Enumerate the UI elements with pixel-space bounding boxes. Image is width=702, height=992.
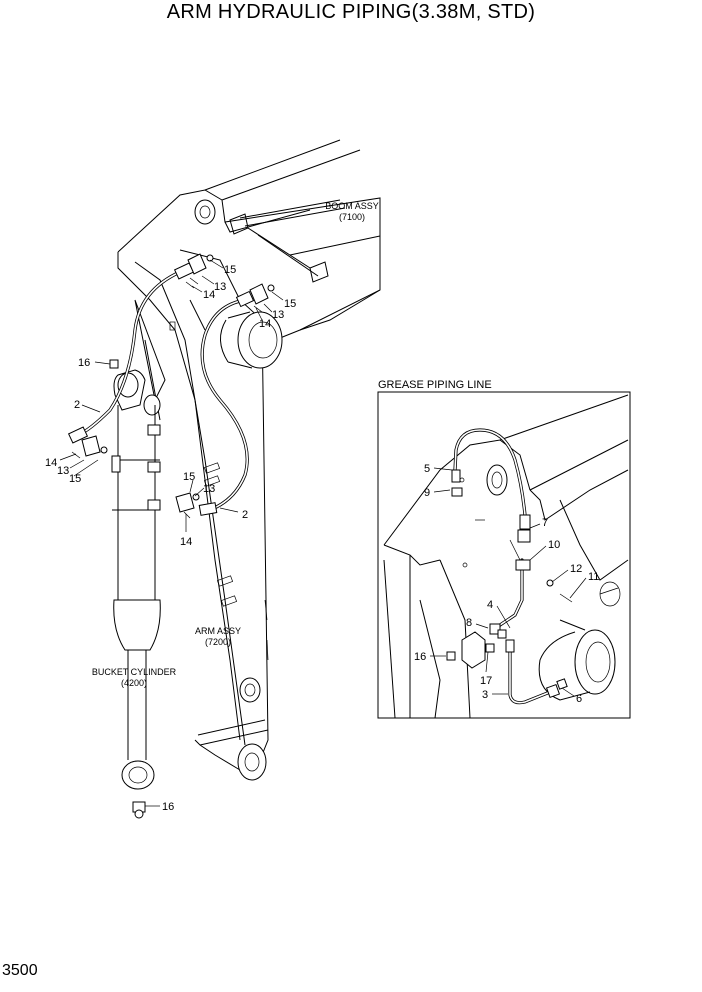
bucket-cylinder-label: BUCKET CYLINDER <box>92 667 177 677</box>
boom-assembly <box>117 139 381 351</box>
callout-13-top: 13 <box>214 281 226 293</box>
page-number: 3500 <box>2 962 38 979</box>
arm-assembly <box>117 249 283 781</box>
callout-13-mid: 13 <box>203 483 215 495</box>
grease-inset-frame <box>377 391 631 719</box>
inset-callout-5: 5 <box>424 463 430 475</box>
callout-15-mid: 15 <box>183 471 195 483</box>
callout-14-boss: 14 <box>259 318 271 330</box>
callout-14-left: 14 <box>45 457 57 469</box>
inset-callout-6: 6 <box>576 693 582 705</box>
callout-15-top: 15 <box>224 264 236 276</box>
boom-assy-code: (7100) <box>339 212 365 222</box>
page-title: ARM HYDRAULIC PIPING(3.38M, STD) <box>166 1 536 23</box>
inset-callout-3: 3 <box>482 689 488 701</box>
inset-callout-17: 17 <box>480 675 492 687</box>
bucket-cylinder-code: (4200) <box>121 678 147 688</box>
callout-15-left: 15 <box>69 473 81 485</box>
inset-callout-16: 16 <box>414 651 426 663</box>
grease-piping-heading: GREASE PIPING LINE <box>378 379 492 391</box>
callout-15-boss: 15 <box>284 298 296 310</box>
callout-13-boss: 13 <box>272 309 284 321</box>
inset-callout-9: 9 <box>424 487 430 499</box>
grease-inset-drawing <box>383 394 629 719</box>
inset-callout-4: 4 <box>487 599 493 611</box>
callout-2-mid: 2 <box>242 509 248 521</box>
inset-callout-7: 7 <box>542 517 548 529</box>
hoses-main <box>67 253 275 519</box>
inset-callout-8: 8 <box>466 617 472 629</box>
callout-14-top: 14 <box>203 289 215 301</box>
arm-assy-code: (7200) <box>205 637 231 647</box>
inset-callout-10: 10 <box>548 539 560 551</box>
callout-14-mid: 14 <box>180 536 192 548</box>
inset-callout-11: 11 <box>588 571 599 583</box>
boom-assy-label: BOOM ASSY <box>325 201 379 211</box>
arm-assy-label: ARM ASSY <box>195 626 241 636</box>
callout-13-left: 13 <box>57 465 69 477</box>
grease-inset-hoses <box>446 428 573 705</box>
callout-16-upper: 16 <box>78 357 90 369</box>
bucket-cylinder <box>109 359 161 819</box>
inset-leaders <box>430 467 587 697</box>
callout-2-left: 2 <box>74 399 80 411</box>
inset-callout-12: 12 <box>570 563 582 575</box>
main-leaders <box>59 259 284 807</box>
callout-16-lower: 16 <box>162 801 174 813</box>
